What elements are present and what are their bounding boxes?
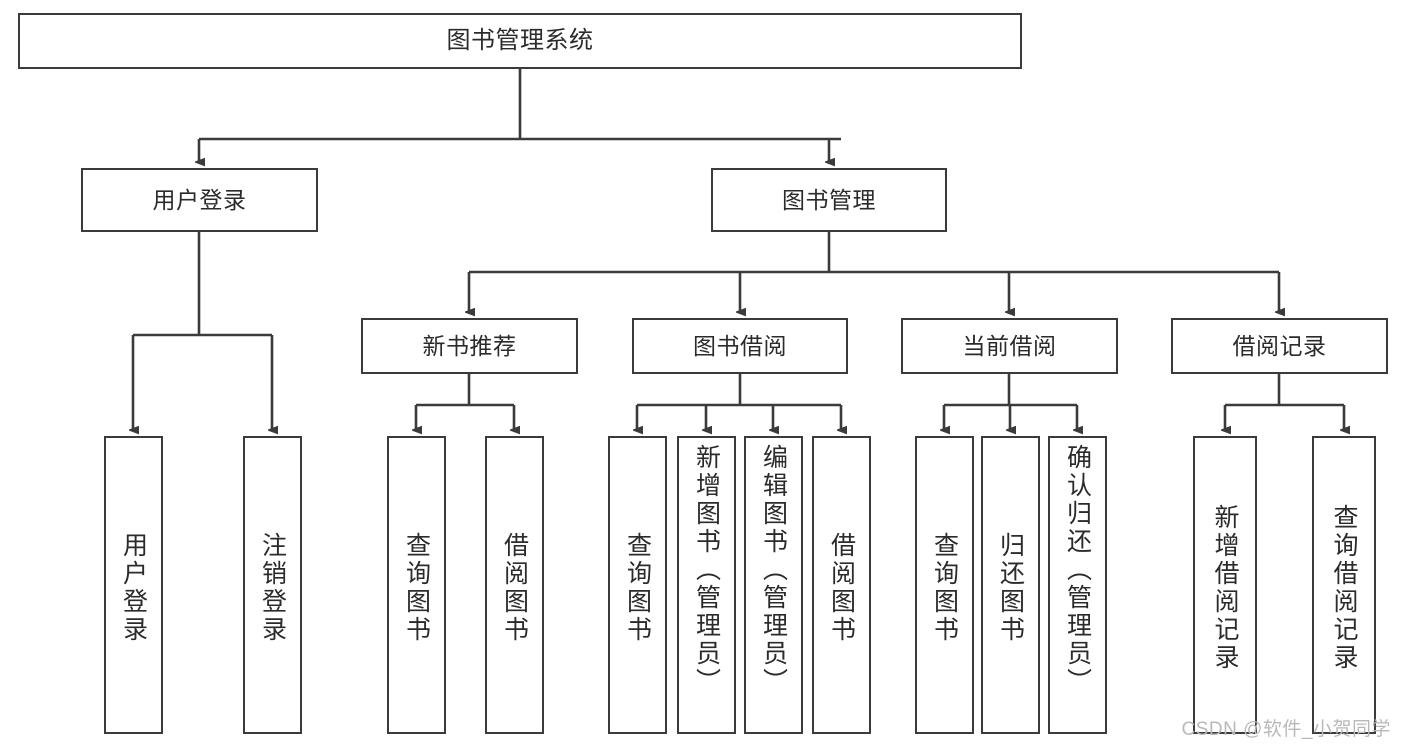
leaf-borrow-book-newbook-label: 借阅图书 [500, 532, 529, 644]
node-borrow-record[interactable]: 借阅记录 [1171, 318, 1388, 374]
leaf-edit-book-admin-label: 编辑图书（管理员） [759, 444, 788, 696]
node-root[interactable]: 图书管理系统 [18, 13, 1022, 69]
node-book-management[interactable]: 图书管理 [711, 168, 947, 232]
leaf-add-book-admin[interactable]: 新增图书（管理员） [677, 436, 736, 734]
leaf-user-login[interactable]: 用户登录 [104, 436, 163, 734]
leaf-query-book-current[interactable]: 查询图书 [915, 436, 974, 734]
leaf-return-book[interactable]: 归还图书 [981, 436, 1040, 734]
leaf-add-book-admin-label: 新增图书（管理员） [692, 444, 721, 696]
node-book-borrow[interactable]: 图书借阅 [632, 318, 848, 374]
leaf-query-book-borrow[interactable]: 查询图书 [608, 436, 667, 734]
node-borrow-record-label: 借阅记录 [1232, 332, 1327, 359]
leaf-borrow-book-newbook[interactable]: 借阅图书 [485, 436, 544, 734]
leaf-query-book-borrow-label: 查询图书 [623, 532, 652, 644]
leaf-edit-book-admin[interactable]: 编辑图书（管理员） [744, 436, 803, 734]
node-user-login[interactable]: 用户登录 [81, 168, 318, 232]
leaf-user-login-label: 用户登录 [119, 532, 148, 644]
leaf-add-borrow-record[interactable]: 新增借阅记录 [1193, 436, 1257, 734]
leaf-logout-label: 注销登录 [258, 532, 287, 644]
node-book-management-label: 图书管理 [782, 186, 876, 213]
leaf-add-borrow-record-label: 新增借阅记录 [1211, 504, 1239, 672]
leaf-query-borrow-record[interactable]: 查询借阅记录 [1312, 436, 1376, 734]
node-user-login-label: 用户登录 [152, 186, 247, 213]
leaf-lend-book[interactable]: 借阅图书 [812, 436, 871, 734]
leaf-confirm-return-admin[interactable]: 确认归还（管理员） [1048, 436, 1107, 734]
node-new-book-recommend-label: 新书推荐 [422, 332, 517, 359]
watermark: CSDN @软件_小贺同学 [1181, 719, 1391, 740]
leaf-return-book-label: 归还图书 [996, 532, 1025, 644]
leaf-query-book-newbook-label: 查询图书 [402, 532, 431, 644]
node-current-borrow-label: 当前借阅 [962, 332, 1057, 359]
leaf-logout[interactable]: 注销登录 [243, 436, 302, 734]
leaf-query-book-current-label: 查询图书 [930, 532, 959, 644]
leaf-confirm-return-admin-label: 确认归还（管理员） [1063, 444, 1092, 696]
node-current-borrow[interactable]: 当前借阅 [901, 318, 1118, 374]
leaf-lend-book-label: 借阅图书 [827, 532, 856, 644]
node-root-label: 图书管理系统 [446, 27, 594, 55]
node-new-book-recommend[interactable]: 新书推荐 [361, 318, 578, 374]
leaf-query-book-newbook[interactable]: 查询图书 [387, 436, 446, 734]
leaf-query-borrow-record-label: 查询借阅记录 [1330, 504, 1358, 672]
node-book-borrow-label: 图书借阅 [693, 332, 787, 359]
